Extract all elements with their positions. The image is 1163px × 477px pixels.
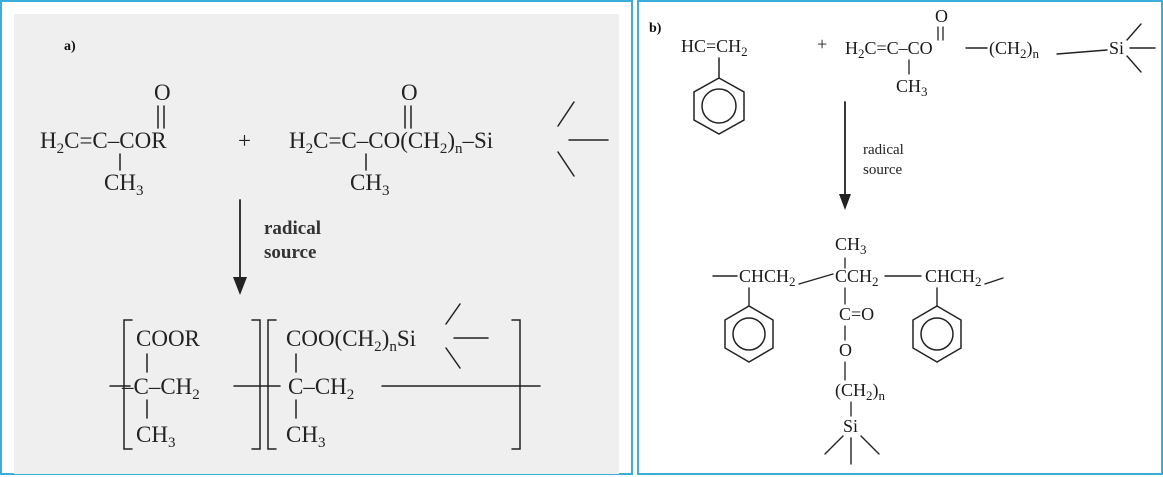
methacrylate-monomer: O H2C=C–COR CH3 [40,80,171,199]
monomer2-methyl: CH3 [896,76,928,99]
scheme-a-drawing: a) O H2C=C–COR CH3 + O H2C=C–CO(CH2)n–Si… [40,39,609,451]
product-methyl: CH3 [835,234,867,257]
copolymer-product: COOR –C–CH2 CH3 COO(CH2)nSi C–CH2 CH3 [109,303,541,451]
bracket-right-2 [511,319,521,450]
styrene-monomer: HC=CH2 [681,36,748,135]
source-label: source [863,162,902,178]
bracket-left-2 [267,319,277,450]
monomer2-carbonyl-o: O [935,6,948,26]
benzene-ring [912,305,962,363]
plus-sign: + [817,34,827,54]
scheme-b-drawing: b) HC=CH2 + O H2C=C–CO (CH2)n Si CH3 [649,6,1156,465]
bracket-left-1 [123,319,133,450]
silyl-methacrylate-monomer: O H2C=C–CO (CH2)n Si CH3 [845,6,1156,99]
product-si: Si [843,416,858,436]
si-bond-up [557,101,575,127]
panel-a: a) O H2C=C–COR CH3 + O H2C=C–CO(CH2)n–Si… [0,0,633,475]
arrow-head [839,194,851,210]
benzene-ring [724,305,774,363]
panel-b: b) HC=CH2 + O H2C=C–CO (CH2)n Si CH3 [637,0,1163,475]
unit1-bottom: CH3 [136,422,175,451]
si-bond-left [824,435,844,455]
monomer2-methyl: CH3 [350,170,389,199]
monomer1-carbonyl-o: O [154,80,171,105]
aromatic-circle [701,88,737,124]
product-segment-3: CHCH2 [925,266,982,289]
unit2-bottom: CH3 [286,422,325,451]
panel-a-background [14,14,619,474]
unit1-top: COOR [136,326,201,351]
chain-link [798,273,834,285]
monomer2-si: Si [1109,38,1124,58]
product-oxygen: O [839,340,852,360]
product-chain: (CH2)n [835,380,886,403]
styrene-formula: HC=CH2 [681,36,748,59]
monomer1-formula: H2C=C–COR [40,128,167,157]
aromatic-circle [920,317,954,351]
silyl-methacrylate-monomer: O H2C=C–CO(CH2)n–Si CH3 [289,80,609,199]
source-label: source [264,242,316,263]
monomer2-chain: (CH2)n [989,38,1040,61]
monomer2-formula: H2C=C–CO [845,38,933,61]
si-bond-up [445,303,461,325]
monomer2-carbonyl-o: O [401,80,418,105]
unit1-middle: –C–CH2 [121,374,200,403]
product-carbonyl: C=O [839,304,874,324]
bracket-right-1 [251,319,261,450]
product-segment-2: CCH2 [835,266,879,289]
panel-a-label: a) [64,39,76,54]
product-segment-1: CHCH2 [739,266,796,289]
monomer2-formula: H2C=C–CO(CH2)n–Si [289,128,493,157]
si-bond-right [860,435,880,455]
bond-line [1056,49,1108,55]
chain-end-right [984,277,1004,285]
si-bond-down [557,151,575,177]
monomer1-methyl: CH3 [104,170,143,199]
plus-sign: + [238,128,251,153]
si-bond-down [1126,55,1142,73]
si-bond-down [445,347,461,369]
unit2-middle: C–CH2 [288,374,354,403]
unit2-top: COO(CH2)nSi [286,326,416,355]
arrow-head [233,277,247,295]
radical-label: radical [863,142,904,158]
si-bond-up [1126,23,1142,41]
benzene-ring [693,77,745,135]
copolymer-product: CH3 CHCH2 CCH2 CHCH2 C=O O (CH2)n [712,234,1004,465]
radical-label: radical [264,218,321,239]
aromatic-circle [732,317,766,351]
panel-b-label: b) [649,21,662,36]
